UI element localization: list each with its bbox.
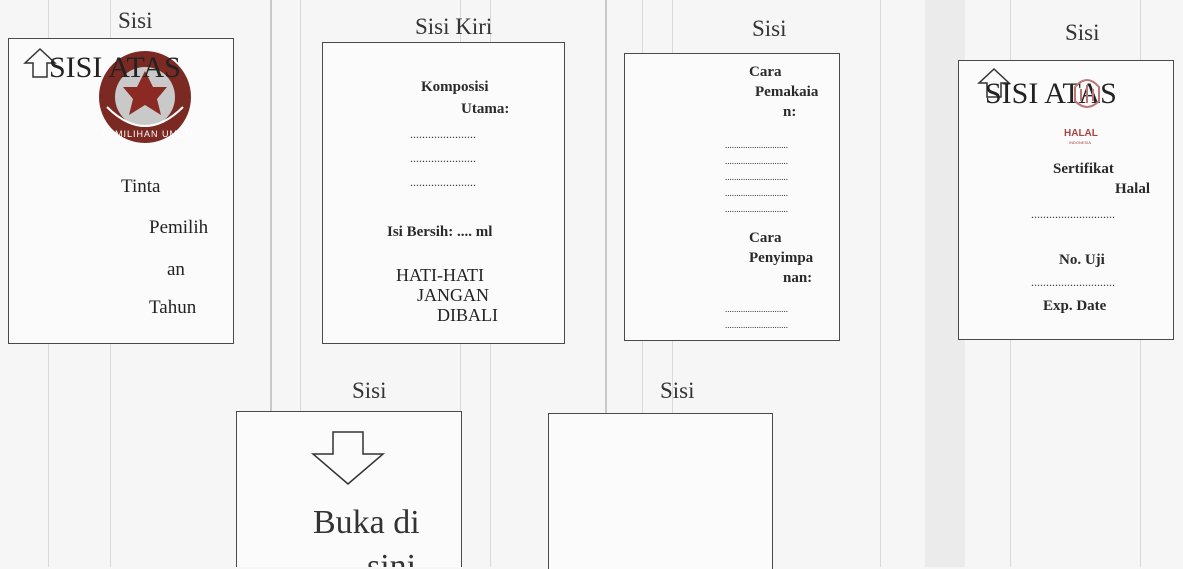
net-content-label: Isi Bersih: .... ml <box>387 224 493 240</box>
halal-logo-text: HALAL <box>1064 128 1098 139</box>
kpu-logo-icon <box>99 51 191 143</box>
storage-label: Penyimpa <box>749 250 814 266</box>
test-number-label: No. Uji <box>1059 252 1105 268</box>
side-label-left: Sisi Kiri <box>415 14 493 39</box>
side-label: Sisi <box>118 8 153 33</box>
dotted-line: ............................ <box>1031 207 1115 221</box>
dotted-line: ............................ <box>725 188 788 198</box>
side-label: Sisi <box>352 378 387 403</box>
scan-line <box>300 0 301 567</box>
panel-top-side: PEMILIHAN UMUM SISI ATAS Tinta Pemilih a… <box>8 38 234 344</box>
komposisi-label: Komposisi <box>421 79 489 95</box>
dotted-line: ...................... <box>410 151 476 165</box>
side-label: Sisi <box>1065 20 1100 45</box>
exp-date-label: Exp. Date <box>1043 298 1107 314</box>
up-arrow-icon <box>23 47 57 78</box>
certificate-label: Halal <box>1115 181 1151 197</box>
dotted-line: ............................ <box>725 140 788 150</box>
halal-logo-subtext: INDONESIA <box>1069 140 1092 145</box>
panel-blank <box>548 413 773 569</box>
up-arrow-icon <box>977 67 1011 98</box>
storage-label: Cara <box>749 230 782 246</box>
dotted-line: ............................ <box>725 156 788 166</box>
warning-text: HATI-HATI <box>396 265 484 285</box>
panel-halal: SISI ATAS HALAL INDONESIA Sertifikat Hal… <box>958 60 1174 340</box>
storage-label: nan: <box>783 270 813 286</box>
panel-usage: Cara Pemakaia n: .......................… <box>624 53 840 341</box>
warning-text: DIBALI <box>437 305 498 325</box>
warning-text: JANGAN <box>417 285 489 305</box>
text-line: Pemilih <box>149 217 209 238</box>
box-title: SISI ATAS <box>49 51 181 84</box>
panel-left-side: Komposisi Utama: ...................... … <box>322 42 565 344</box>
text-line: Tahun <box>149 297 197 318</box>
open-here-text: Buka di <box>313 504 420 541</box>
halal-logo-icon <box>1074 79 1100 108</box>
scan-line <box>605 0 607 567</box>
dotted-line: ............................ <box>1031 275 1115 289</box>
scan-line <box>880 0 881 567</box>
dotted-line: ...................... <box>410 127 476 141</box>
usage-label: n: <box>783 104 797 120</box>
open-here-text: sini <box>367 548 417 567</box>
usage-label: Pemakaia <box>755 84 819 100</box>
text-line: an <box>167 259 185 280</box>
logo-text: PEMILIHAN UMUM <box>101 129 195 139</box>
dotted-line: ...................... <box>410 175 476 189</box>
side-label: Sisi <box>752 16 787 41</box>
side-label: Sisi <box>660 378 695 403</box>
text-line: Tinta <box>121 176 161 197</box>
panel-open-here: Buka di sini <box>236 411 462 567</box>
dotted-line: ............................ <box>725 304 788 314</box>
dotted-line: ............................ <box>725 172 788 182</box>
certificate-label: Sertifikat <box>1053 161 1114 177</box>
dotted-line: ............................ <box>725 320 788 330</box>
komposisi-label: Utama: <box>461 101 510 117</box>
usage-label: Cara <box>749 64 782 80</box>
dotted-line: ............................ <box>725 204 788 214</box>
scan-line <box>270 0 272 567</box>
down-arrow-icon <box>311 431 385 485</box>
